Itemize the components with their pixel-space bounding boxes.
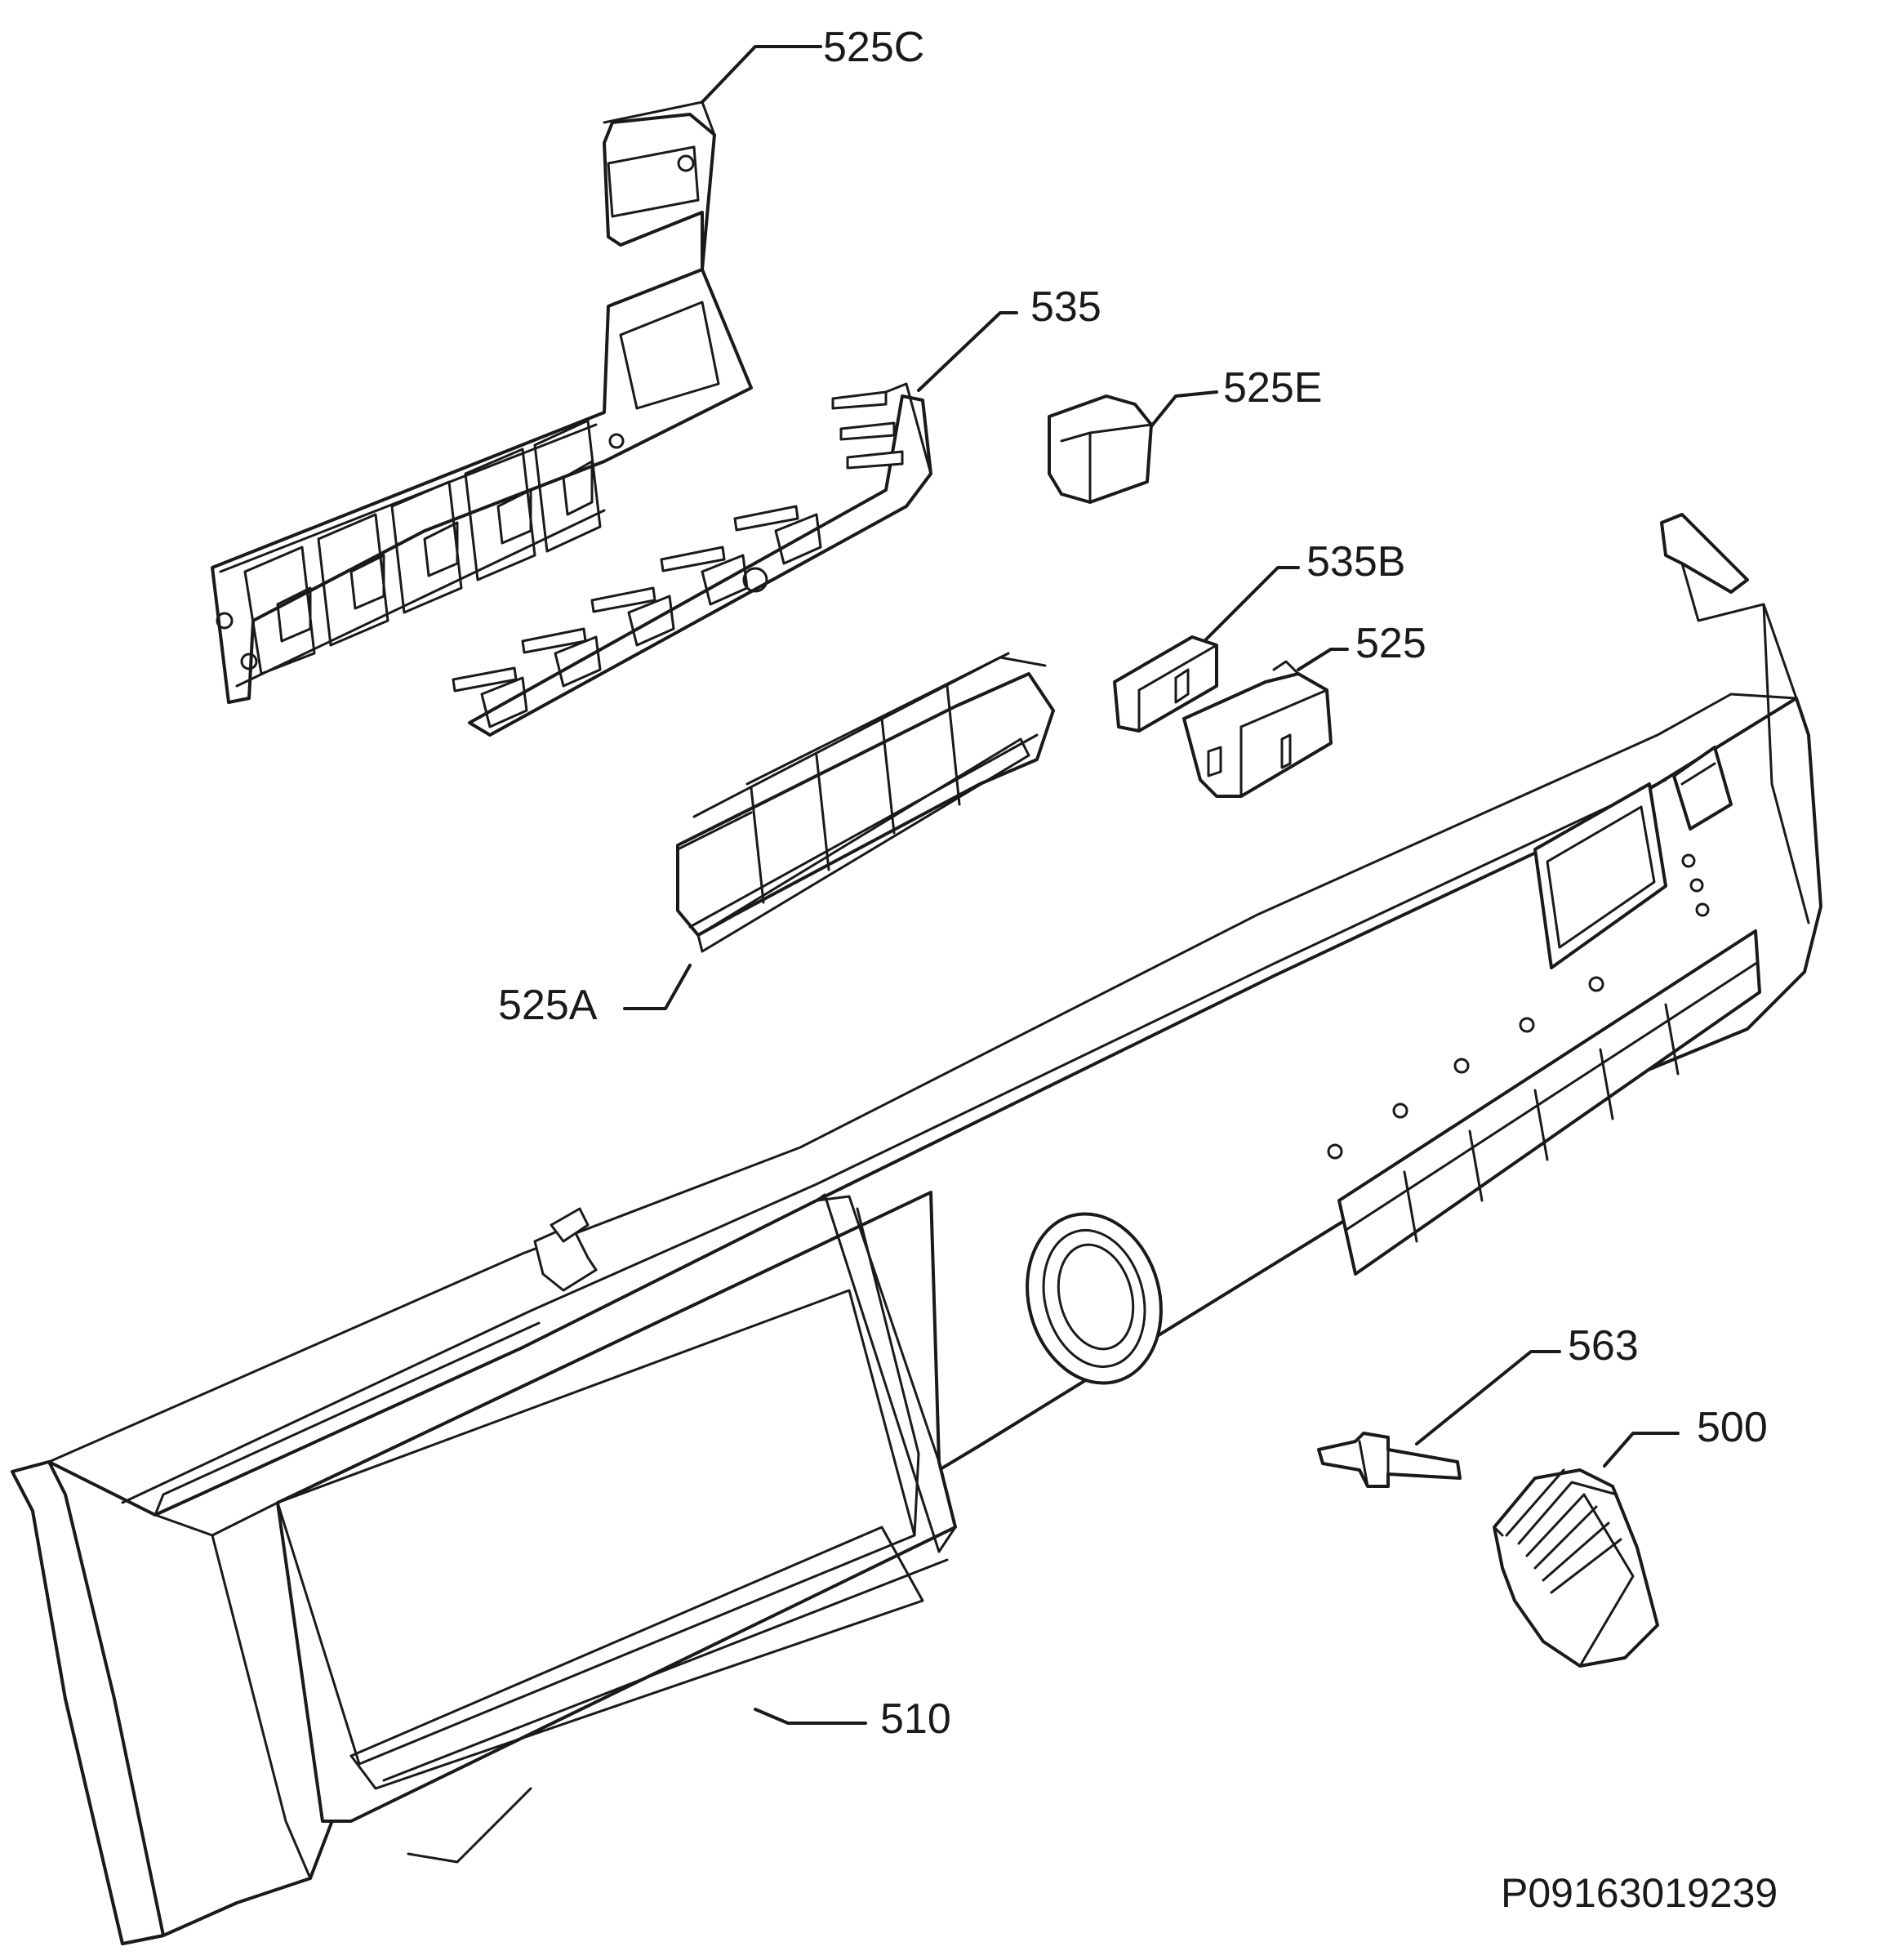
light-pipe-rail[interactable] (452, 382, 932, 737)
push-button[interactable] (1182, 660, 1333, 798)
leader-500 (1603, 1432, 1680, 1468)
small-light-pipe[interactable] (1113, 635, 1218, 733)
callout-525: 525 (1355, 620, 1426, 667)
callout-500: 500 (1697, 1404, 1768, 1451)
leader-535B (1203, 566, 1300, 643)
callout-labels: 525C 535 525E 535B 525 525A 563 500 510 … (498, 24, 1778, 1916)
button-strip[interactable] (676, 652, 1055, 953)
callout-535B: 535B (1306, 538, 1405, 586)
leader-lines (623, 45, 1680, 1725)
leader-525C (701, 45, 822, 104)
control-knob[interactable] (1493, 1468, 1659, 1668)
lever-frame[interactable] (211, 100, 753, 704)
leader-563 (1415, 1350, 1561, 1446)
leader-535 (917, 311, 1018, 392)
single-button-cap[interactable] (1048, 394, 1153, 504)
callout-525E: 525E (1223, 364, 1322, 412)
leader-525A (623, 964, 692, 1010)
callout-525A: 525A (498, 982, 598, 1029)
callout-535: 535 (1030, 283, 1101, 331)
control-panel[interactable] (11, 513, 1822, 1945)
callout-510: 510 (880, 1695, 951, 1743)
leader-510 (754, 1708, 867, 1725)
leader-525E (1150, 390, 1218, 428)
knob-shaft[interactable] (1317, 1432, 1462, 1488)
leader-525 (1297, 648, 1349, 671)
callout-525C: 525C (823, 24, 924, 71)
document-id: P09163019239 (1501, 1870, 1778, 1916)
callout-563: 563 (1568, 1322, 1639, 1370)
